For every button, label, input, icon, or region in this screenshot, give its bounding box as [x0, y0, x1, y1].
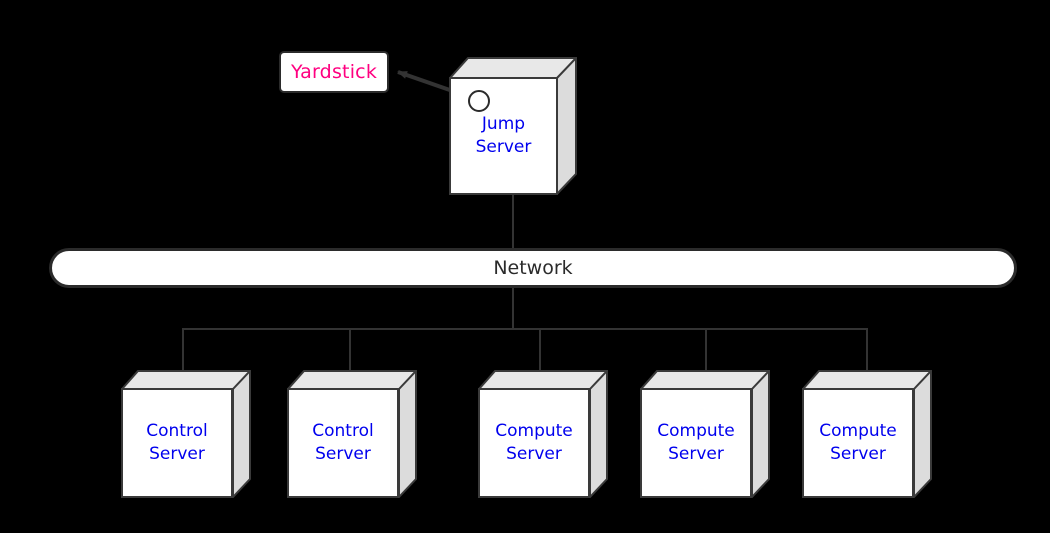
yardstick-label: Yardstick — [290, 61, 378, 83]
edge-network-to-bus — [512, 287, 514, 329]
server-node-compute-1[interactable]: Compute Server — [478, 370, 608, 498]
server-front-face: Compute Server — [478, 388, 590, 498]
server-front-face: Compute Server — [640, 388, 752, 498]
server-label: Control Server — [146, 420, 208, 464]
server-label: Control Server — [312, 420, 374, 464]
server-side-face — [751, 370, 770, 498]
network-label: Network — [493, 257, 573, 279]
server-side-face — [589, 370, 608, 498]
edge-bus-to-server-3 — [539, 328, 541, 370]
edge-bus-to-server-4 — [705, 328, 707, 370]
jump-server-front-face: Jump Server — [449, 77, 558, 195]
yardstick-node[interactable]: Yardstick — [279, 51, 389, 93]
server-node-compute-3[interactable]: Compute Server — [802, 370, 932, 498]
edge-bus-to-server-5 — [866, 328, 868, 370]
server-front-face: Control Server — [121, 388, 233, 498]
server-node-control-1[interactable]: Control Server — [121, 370, 251, 498]
server-side-face — [232, 370, 251, 498]
jump-server-node[interactable]: Jump Server — [449, 57, 577, 195]
jump-server-label: Jump Server — [475, 113, 532, 157]
edge-jumpserver-to-network — [512, 194, 514, 250]
edge-bus-to-server-1 — [182, 328, 184, 370]
server-side-face — [913, 370, 932, 498]
server-side-face — [398, 370, 417, 498]
server-front-face: Control Server — [287, 388, 399, 498]
edge-bus-to-server-2 — [349, 328, 351, 370]
jump-server-side-face — [556, 57, 577, 195]
server-label: Compute Server — [495, 420, 573, 464]
server-front-face: Compute Server — [802, 388, 914, 498]
server-node-control-2[interactable]: Control Server — [287, 370, 417, 498]
circle-port-icon — [468, 90, 490, 112]
server-label: Compute Server — [657, 420, 735, 464]
network-node[interactable]: Network — [49, 248, 1017, 288]
server-bus-line — [182, 328, 868, 330]
server-node-compute-2[interactable]: Compute Server — [640, 370, 770, 498]
server-label: Compute Server — [819, 420, 897, 464]
